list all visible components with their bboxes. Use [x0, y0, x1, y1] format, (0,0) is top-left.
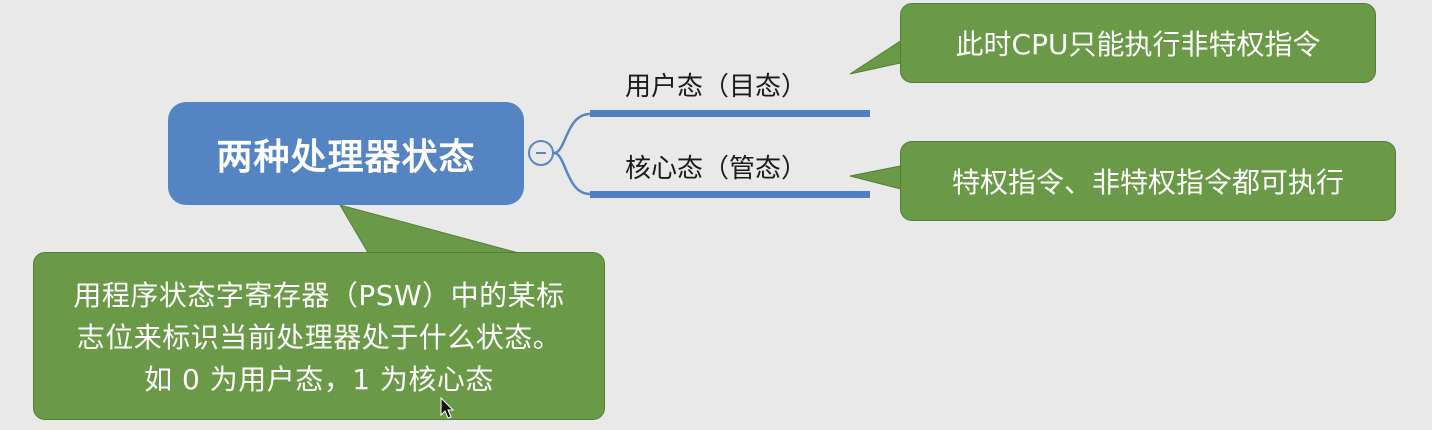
- branch-underline-user: [590, 110, 870, 117]
- note-psw-text: 用程序状态字寄存器（PSW）中的某标志位来标识当前处理器处于什么状态。如 0 为…: [73, 279, 565, 396]
- note-kernel-mode-text: 特权指令、非特权指令都可执行: [951, 166, 1344, 199]
- minus-glyph: [536, 152, 546, 154]
- root-label: 两种处理器状态: [216, 136, 476, 178]
- collapse-minus-icon[interactable]: [528, 140, 554, 166]
- branch-connector-kernel: [553, 151, 591, 196]
- branch-underline-kernel: [590, 191, 870, 198]
- note-user-tail: [849, 37, 906, 75]
- note-kernel-mode: 特权指令、非特权指令都可执行: [900, 141, 1396, 221]
- note-user-mode: 此时CPU只能执行非特权指令: [900, 3, 1376, 83]
- mouse-pointer-icon: [440, 397, 455, 419]
- branch-kernel-mode[interactable]: 核心态（管态）: [625, 154, 808, 184]
- branch-connector-user: [553, 112, 591, 155]
- note-kernel-tail: [849, 164, 906, 191]
- branch-user-mode[interactable]: 用户态（目态）: [625, 72, 808, 102]
- note-user-mode-text: 此时CPU只能执行非特权指令: [955, 28, 1321, 61]
- note-psw-tail: [338, 204, 531, 257]
- note-psw: 用程序状态字寄存器（PSW）中的某标志位来标识当前处理器处于什么状态。如 0 为…: [33, 252, 605, 420]
- root-node[interactable]: 两种处理器状态: [168, 102, 524, 205]
